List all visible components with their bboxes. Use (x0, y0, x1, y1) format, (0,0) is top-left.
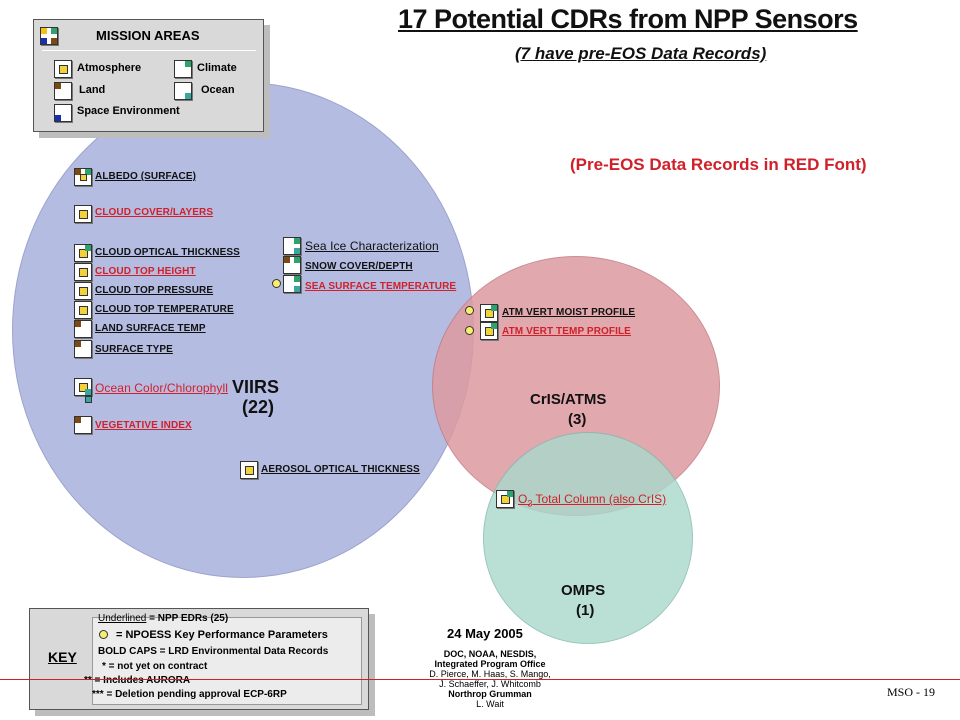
viirs-item-vegetative: VEGETATIVE INDEX (95, 420, 192, 431)
page-title: 17 Potential CDRs from NPP Sensors (398, 4, 858, 34)
date-label: 24 May 2005 (447, 626, 523, 641)
key-underlined-meaning: = NPP EDRs (25) (146, 613, 229, 624)
ocean-icon (174, 82, 192, 100)
atmosphere-icon (54, 60, 72, 78)
sst-kpp-icon (272, 279, 281, 288)
surface-type-icon (74, 340, 92, 358)
viirs-item-cloud-top-pressure: CLOUD TOP PRESSURE (95, 285, 214, 296)
viirs-item-aerosol: AEROSOL OPTICAL THICKNESS (261, 464, 420, 475)
viirs-item-snow-cover: SNOW COVER/DEPTH (305, 261, 413, 272)
land-label: Land (79, 84, 106, 96)
ocean-label: Ocean (201, 84, 235, 96)
temp-kpp-icon (465, 326, 474, 335)
land-icon (54, 82, 72, 100)
aerosol-icon (240, 461, 258, 479)
viirs-item-albedo: ALBEDO (SURFACE) (95, 171, 197, 182)
key-title: KEY (48, 649, 77, 665)
key-row-kpp: = NPOESS Key Performance Parameters (116, 629, 328, 641)
space-environment-label: Space Environment (77, 105, 180, 117)
viirs-item-sea-ice: Sea Ice Characterization (305, 239, 439, 253)
o3-label: O3 Total Column (also CrIS) (518, 492, 666, 508)
key-kpp-icon (99, 630, 108, 639)
cloud-top-pressure-icon (74, 282, 92, 300)
viirs-item-land-surface-temp: LAND SURFACE TEMP (95, 323, 206, 334)
ocean-color-extra-icon (85, 396, 92, 403)
key-row-star2: ** = Includes AURORA (84, 675, 191, 686)
key-row-star1: * = not yet on contract (102, 661, 208, 672)
albedo-icon (74, 168, 92, 186)
footer-names2: J. Schaeffer, J. Whitcomb (439, 679, 541, 689)
moist-kpp-icon (465, 306, 474, 315)
cloud-top-temp-icon (74, 301, 92, 319)
o3-subscript: 3 (527, 498, 533, 509)
space-environment-icon (54, 104, 72, 122)
o3-prefix: O (518, 492, 528, 506)
land-surface-temp-icon (74, 320, 92, 338)
footer-names1: D. Pierce, M. Haas, S. Mango, (429, 669, 551, 679)
viirs-item-surface-type: SURFACE TYPE (95, 344, 173, 355)
viirs-item-ocean-color: Ocean Color/Chlorophyll (95, 381, 229, 395)
cloud-optical-icon (74, 244, 92, 262)
snow-cover-icon (283, 256, 301, 274)
footer-org3: Northrop Grumman (448, 689, 532, 699)
atmosphere-label: Atmosphere (77, 62, 142, 74)
footer-credits: DOC, NOAA, NESDIS, Integrated Program Of… (420, 649, 560, 709)
viirs-item-cloud-optical: CLOUD OPTICAL THICKNESS (95, 247, 240, 258)
slide-number: MSO - 19 (887, 685, 936, 699)
footer-org1: DOC, NOAA, NESDIS, (443, 649, 537, 659)
viirs-item-cloud-top-height: CLOUD TOP HEIGHT (95, 266, 196, 277)
key-row-underlined: Underlined = NPP EDRs (25) (98, 613, 228, 624)
footer-names3: L. Wait (476, 699, 504, 709)
viirs-item-cloud-top-temp: CLOUD TOP TEMPERATURE (95, 304, 234, 315)
mission-areas-title: MISSION AREAS (96, 28, 200, 43)
sst-icon (283, 275, 301, 293)
viirs-label: VIIRS (232, 377, 280, 397)
temp-icon (480, 322, 498, 340)
footer-divider (0, 679, 960, 680)
ocean-color-icon (74, 378, 92, 396)
key-inner-panel (92, 617, 362, 705)
key-row-bold-caps: BOLD CAPS = LRD Environmental Data Recor… (98, 646, 329, 657)
mission-areas-icon (40, 27, 58, 45)
cris-item-temp: ATM VERT TEMP PROFILE (502, 326, 631, 337)
viirs-item-cloud-cover: CLOUD COVER/LAYERS (95, 207, 214, 218)
cris-count: (3) (568, 411, 587, 428)
o3-icon (496, 490, 514, 508)
pre-eos-note: (Pre-EOS Data Records in RED Font) (570, 155, 867, 174)
climate-icon (174, 60, 192, 78)
climate-label: Climate (197, 62, 237, 74)
viirs-item-sst: SEA SURFACE TEMPERATURE (305, 281, 457, 292)
key-box: KEY Underlined = NPP EDRs (25) = NPOESS … (29, 608, 369, 710)
cloud-cover-icon (74, 205, 92, 223)
key-row-star3: *** = Deletion pending approval ECP-6RP (92, 689, 287, 700)
cris-label: CrIS/ATMS (530, 391, 607, 408)
viirs-count: (22) (242, 397, 275, 417)
omps-label: OMPS (561, 582, 606, 599)
page-subtitle: (7 have pre-EOS Data Records) (515, 44, 767, 63)
omps-count: (1) (576, 602, 595, 619)
cris-item-moist: ATM VERT MOIST PROFILE (502, 307, 636, 318)
omps-circle (483, 432, 693, 644)
moist-icon (480, 304, 498, 322)
sea-ice-icon (283, 237, 301, 255)
cloud-top-height-icon (74, 263, 92, 281)
footer-org2: Integrated Program Office (434, 659, 546, 669)
mission-areas-box: MISSION AREAS Atmosphere Climate Land Oc… (33, 19, 264, 132)
vegetative-icon (74, 416, 92, 434)
key-underlined-word: Underlined (98, 613, 147, 624)
o3-rest: Total Column (also CrIS) (532, 492, 667, 506)
